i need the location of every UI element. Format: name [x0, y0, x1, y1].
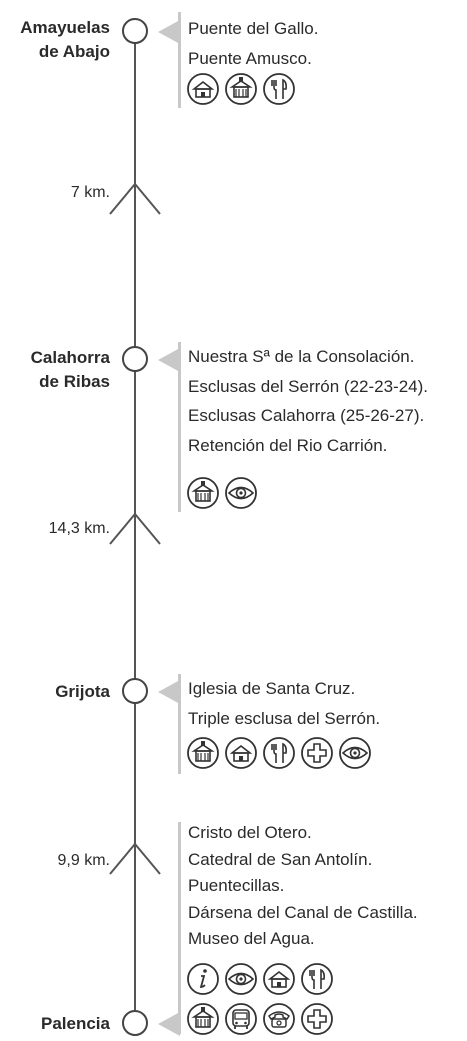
list-item: Retención del Rio Carrión.: [188, 435, 388, 455]
points-of-interest-list: Iglesia de Santa Cruz. Triple esclusa de…: [188, 674, 380, 733]
distance-label: 14,3 km.: [48, 520, 110, 537]
restaurant-icon: [300, 962, 334, 996]
stop-name-line2: de Abajo: [38, 42, 110, 61]
points-of-interest-list: Nuestra Sª de la Consolación. Esclusas d…: [188, 342, 428, 460]
services-icons-row2: [186, 1002, 334, 1036]
lodging-icon: [262, 962, 296, 996]
distance-fork-icon: [109, 843, 161, 875]
stop-name-line1: Palencia: [41, 1014, 110, 1033]
medical-icon: [300, 1002, 334, 1036]
route-line: [134, 38, 136, 1023]
viewpoint-icon: [224, 962, 258, 996]
stop-name-line1: Grijota: [55, 682, 110, 701]
stop-name-line1: Amayuelas: [20, 18, 110, 37]
stop-pointer: [158, 1012, 180, 1036]
distance-fork-icon: [109, 513, 161, 545]
stop-node: [122, 678, 148, 704]
info-bar: [178, 342, 181, 512]
hostel-icon: [186, 1002, 220, 1036]
list-item: Museo del Agua.: [188, 929, 315, 948]
medical-icon: [300, 736, 334, 770]
restaurant-icon: [262, 72, 296, 106]
lodging-icon: [186, 72, 220, 106]
distance-label: 7 km.: [70, 184, 110, 201]
viewpoint-icon: [224, 476, 258, 510]
stop-node: [122, 346, 148, 372]
points-of-interest-list: Cristo del Otero. Catedral de San Antolí…: [188, 820, 418, 953]
services-icons: [186, 736, 372, 770]
stop-pointer: [158, 20, 180, 44]
list-item: Puente Amusco.: [188, 48, 312, 68]
stop-name-amayuelas: Amayuelas de Abajo: [20, 16, 110, 64]
stop-name-line2: de Ribas: [39, 372, 110, 391]
bus-icon: [224, 1002, 258, 1036]
list-item: Esclusas Calahorra (25-26-27).: [188, 406, 425, 425]
distance-fork-icon: [109, 183, 161, 215]
info-bar: [178, 12, 181, 108]
services-icons: [186, 72, 296, 106]
services-icons: [186, 476, 258, 510]
stop-node: [122, 1010, 148, 1036]
stop-name-grijota: Grijota: [55, 680, 110, 704]
list-item: Nuestra Sª de la Consolación.: [188, 347, 415, 366]
stop-name-calahorra: Calahorra de Ribas: [31, 346, 110, 394]
telephone-icon: [262, 1002, 296, 1036]
distance-label: 9,9 km.: [57, 852, 110, 869]
list-item: Esclusas del Serrón (22-23-24).: [188, 376, 429, 396]
information-icon: [186, 962, 220, 996]
viewpoint-icon: [338, 736, 372, 770]
stop-node: [122, 18, 148, 44]
points-of-interest-list: Puente del Gallo. Puente Amusco.: [188, 14, 318, 73]
list-item: Iglesia de Santa Cruz.: [188, 679, 356, 698]
info-bar: [178, 674, 181, 774]
services-icons-row1: [186, 962, 334, 996]
hostel-icon: [224, 72, 258, 106]
stop-pointer: [158, 348, 180, 372]
restaurant-icon: [262, 736, 296, 770]
hostel-icon: [186, 736, 220, 770]
stop-name-palencia: Palencia: [41, 1012, 110, 1036]
info-bar: [178, 822, 181, 1034]
hostel-icon: [186, 476, 220, 510]
list-item: Puente del Gallo.: [188, 19, 319, 38]
list-item: Puentecillas.: [188, 876, 285, 895]
list-item: Dársena del Canal de Castilla.: [188, 902, 418, 922]
stop-pointer: [158, 680, 180, 704]
list-item: Triple esclusa del Serrón.: [188, 708, 381, 728]
list-item: Cristo del Otero.: [188, 823, 312, 842]
list-item: Catedral de San Antolín.: [188, 849, 373, 869]
stop-name-line1: Calahorra: [30, 348, 110, 367]
lodging-icon: [224, 736, 258, 770]
